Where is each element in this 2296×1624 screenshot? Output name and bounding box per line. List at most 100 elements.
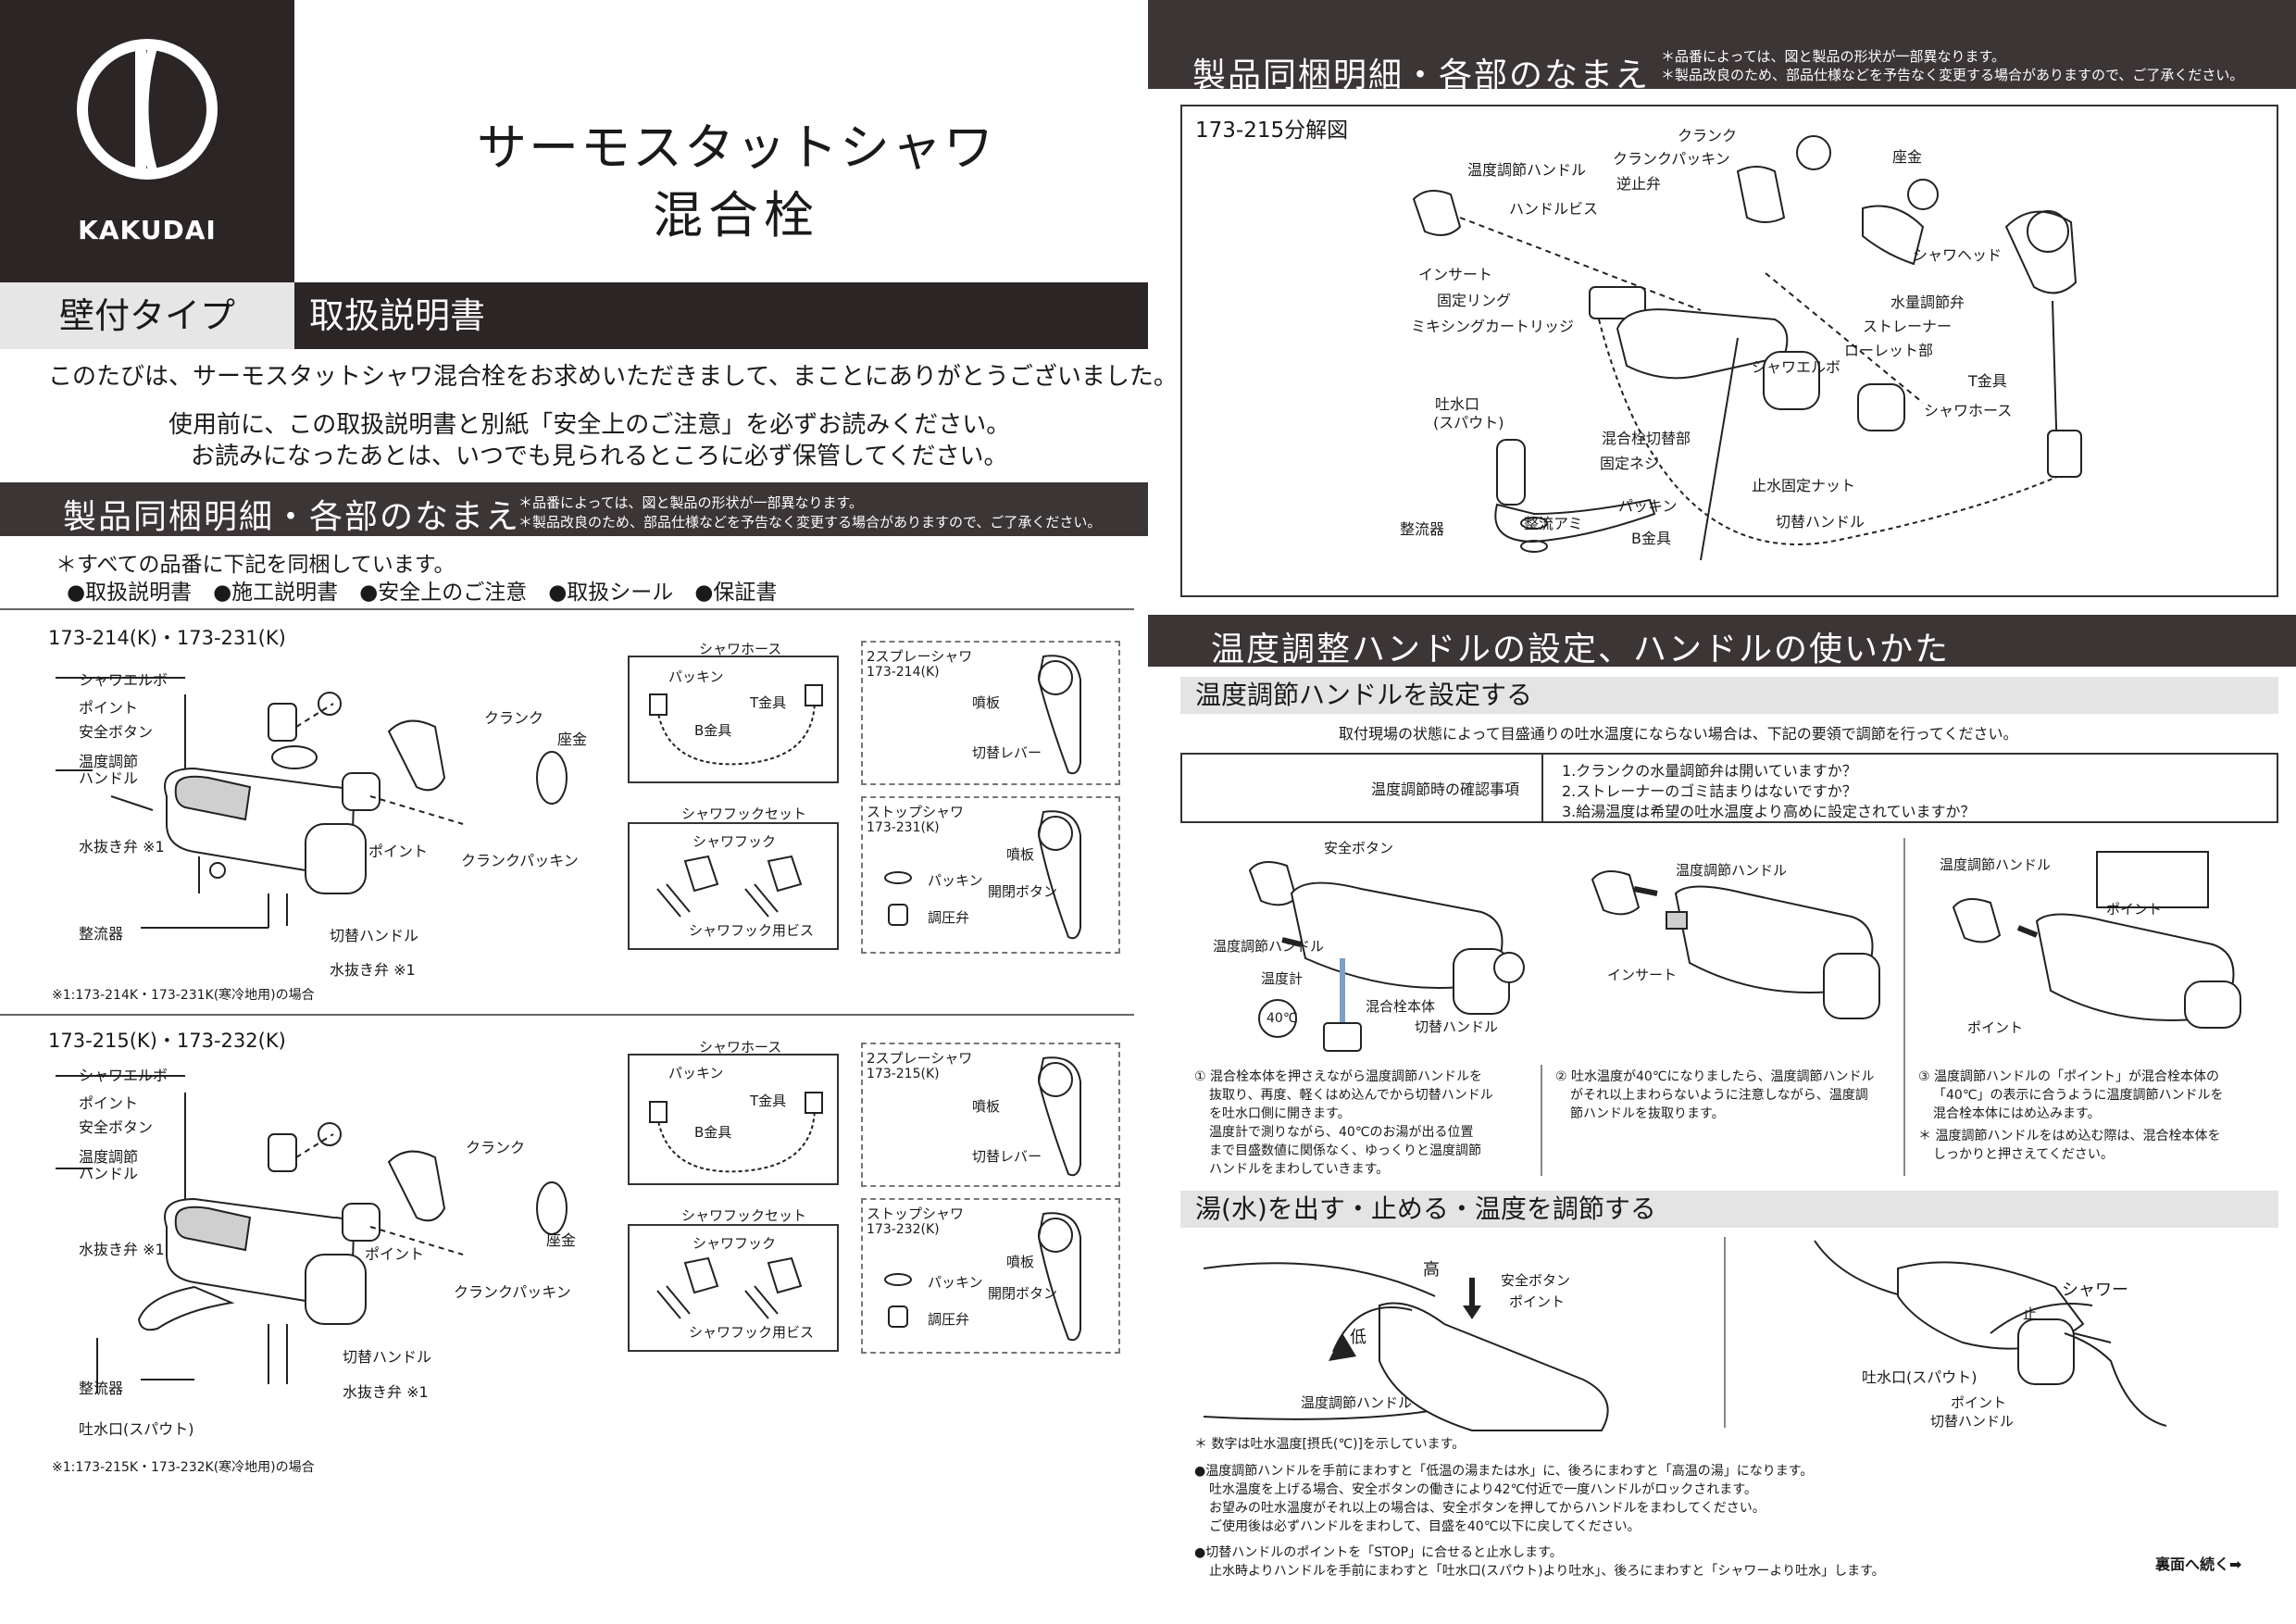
use-right-illustration [1814, 1240, 2167, 1427]
handle-section-title: 温度調整ハンドルの設定、ハンドルの使いかた [1211, 631, 1951, 668]
step2-temp-handle: 温度調節ハンドル [1676, 862, 1788, 879]
stop-shower-head-icon [884, 810, 1081, 940]
ex-spout2: (スパウト) [1433, 414, 1504, 431]
right-contents-note2: ＊製品改良のため、部品仕様などを予告なく変更する場合がありますので、ご了承くださ… [1661, 67, 2244, 83]
contents-section-band: 製品同梱明細・各部のなまえ ＊品番によっては、図と製品の形状が一部異なります。 … [0, 482, 1148, 536]
intro-line2: 使用前に、この取扱説明書と別紙「安全上のご注意」を必ずお読みください。 [168, 411, 1011, 439]
b-label-point2: ポイント [365, 1245, 425, 1263]
b-spray-title: 2スプレーシャワ [867, 1050, 973, 1067]
step3-illustration [1952, 851, 2241, 1029]
ex-fix-ring: 固定リング [1437, 292, 1512, 309]
a-hose-title: シャワホース [699, 641, 782, 657]
use-point: ポイント [1509, 1293, 1566, 1310]
a-stop-model: 173-231(K) [867, 820, 940, 835]
note-6: 止水時よりハンドルを手前にまわすと「吐水口(スパウト)より吐水」、後ろにまわすと… [1209, 1564, 1885, 1579]
use-spout: 吐水口(スパウト) [1862, 1368, 1978, 1386]
model-b-faucet-diagram [56, 1075, 568, 1393]
b-label-safety: 安全ボタン [79, 1118, 154, 1136]
a-label-temp-handle: 温度調節 [79, 753, 139, 770]
set-sub-band: 温度調節ハンドルを設定する [1180, 677, 2278, 714]
ex-switch-part: 混合栓切替部 [1602, 430, 1691, 447]
ex-t-fitting: T金具 [1968, 372, 2007, 390]
step1-switch: 切替ハンドル [1415, 1018, 1499, 1035]
use-temp-handle: 温度調節ハンドル [1301, 1394, 1413, 1411]
step-divider-2 [1903, 838, 1905, 1176]
shower-head-icon [1037, 1056, 1081, 1177]
b-footnote: ※1:173-215K・173-232K(寒冷地用)の場合 [52, 1460, 315, 1475]
b-stop-nozzle: 噴板 [1006, 1254, 1035, 1270]
ex-crank: クランク [1678, 127, 1738, 144]
right-contents-band: 製品同梱明細・各部のなまえ ＊品番によっては、図と製品の形状が一部異なります。 … [1148, 0, 2296, 94]
use-left-illustration [1203, 1262, 1609, 1431]
b-label-spout: 吐水口(スパウト) [79, 1420, 194, 1438]
a-hook-title: シャワフックセット [681, 806, 807, 822]
intro-line3: お読みになったあとは、いつでも見られるところに必ず保管してください。 [191, 443, 1008, 470]
a-label-drain: 水抜き弁 ※1 [79, 838, 165, 856]
ex-mesh: 整流アミ [1524, 515, 1583, 532]
shower-hook-icon [656, 855, 803, 918]
b-hose-b-fitting: B金具 [694, 1124, 732, 1141]
step1-line3: を吐水口側に開きます。 [1209, 1106, 1351, 1121]
step3-line4: ＊ 温度調節ハンドルをはめ込む際は、混合栓本体を [1918, 1129, 2221, 1143]
note-3: お望みの吐水温度がそれ以上の場合は、安全ボタンを押してからハンドルをまわしてくだ… [1209, 1501, 1766, 1516]
ex-switch-handle: 切替ハンドル [1776, 513, 1866, 531]
ex-cartridge: ミキシングカートリッジ [1411, 318, 1575, 335]
a-label-point: ポイント [79, 699, 139, 717]
a-spray-nozzle: 噴板 [972, 694, 1001, 711]
use-stop: 止 [2023, 1305, 2038, 1322]
step3-line1: ③ 温度調節ハンドルの「ポイント」が混合栓本体の [1918, 1069, 2219, 1084]
note-5: ●切替ハンドルのポイントを「STOP」に合せると止水します。 [1194, 1545, 1563, 1560]
a-spray-box: 2スプレーシャワ 173-214(K) 噴板 切替レバー [861, 641, 1120, 785]
b-hose-box: パッキン T金具 B金具 [628, 1054, 839, 1185]
ex-spout: 吐水口 [1435, 395, 1480, 413]
b-label-point: ポイント [79, 1094, 139, 1112]
a-stop-valve: 調圧弁 [928, 909, 970, 926]
b-spray-model: 173-215(K) [867, 1067, 940, 1081]
step3-temp-handle: 温度調節ハンドル [1940, 856, 2052, 873]
contents-note2: ＊製品改良のため、部品仕様などを予告なく変更する場合がありますので、ご了承くださ… [518, 514, 1102, 531]
check-divider [1541, 755, 1543, 821]
a-stop-nozzle: 噴板 [1006, 846, 1035, 863]
exploded-title: 173-215分解図 [1195, 119, 1349, 143]
note-1: ●温度調節ハンドルを手前にまわすと「低温の湯または水」に、後ろにまわすと「高温の… [1194, 1464, 1814, 1479]
shower-hose-icon [649, 1092, 823, 1173]
b-hook-hook: シャワフック [693, 1235, 777, 1252]
check-box: 温度調節時の確認事項 1.クランクの水量調節弁は開いていますか？ 2.ストレーナ… [1180, 753, 2278, 823]
kakudai-logo-icon [77, 39, 218, 180]
step1-line5: まで目盛数値に関係なく、ゆっくりと温度調節 [1209, 1143, 1481, 1158]
page-title-line1: サーモスタットシャワ [477, 119, 995, 177]
step1-body: 混合栓本体 [1366, 998, 1436, 1015]
b-hook-box: シャワフック シャワフック用ビス [628, 1224, 839, 1352]
a-spray-title: 2スプレーシャワ [867, 648, 973, 665]
b-label-elbow: シャワエルボ [79, 1067, 168, 1084]
ex-fix-screw: 固定ネジ [1600, 455, 1660, 472]
a-hook-box: シャワフック シャワフック用ビス [628, 822, 839, 950]
step3-line2: 「40℃」の表示に合うように温度調節ハンドルを [1933, 1088, 2224, 1103]
contents-section-title: 製品同梱明細・各部のなまえ [63, 498, 521, 536]
a-spray-lever: 切替レバー [972, 744, 1042, 761]
continue-link: 裏面へ続く➡ [2155, 1555, 2242, 1573]
use-title: 湯(水)を出す・止める・温度を調節する [1195, 1193, 1656, 1224]
a-label-washer: 座金 [557, 731, 588, 748]
b-hose-title: シャワホース [699, 1039, 782, 1056]
ex-check-valve: 逆止弁 [1616, 175, 1662, 193]
bundle-heading: ＊すべての品番に下記を同梱しています。 [56, 553, 455, 577]
brand-logo-box: KAKUDAI [0, 0, 294, 282]
step1-illustration [1248, 861, 1525, 1052]
b-stop-packing: パッキン [928, 1274, 983, 1291]
step2-illustration [1591, 870, 1880, 1019]
manual-label: 取扱説明書 [294, 282, 1148, 349]
ex-flow-valve: 水量調節弁 [1890, 294, 1965, 311]
ex-packing: パッキン [1618, 497, 1678, 515]
ex-aerator: 整流器 [1400, 520, 1445, 538]
step1-temp-handle: 温度調節ハンドル [1213, 938, 1325, 955]
note-0: ＊ 数字は吐水温度[摂氏(℃)]を示しています。 [1194, 1437, 1466, 1452]
b-stop-valve: 調圧弁 [928, 1311, 970, 1328]
step2-insert: インサート [1607, 967, 1678, 983]
ex-temp-handle: 温度調節ハンドル [1467, 161, 1587, 179]
a-label-temp-handle2: ハンドル [79, 769, 139, 787]
a-label-safety: 安全ボタン [79, 723, 154, 741]
b-label-switch: 切替ハンドル [343, 1348, 432, 1366]
step1-deg: 40℃ [1267, 1011, 1298, 1026]
a-label-elbow: シャワエルボ [79, 671, 168, 689]
